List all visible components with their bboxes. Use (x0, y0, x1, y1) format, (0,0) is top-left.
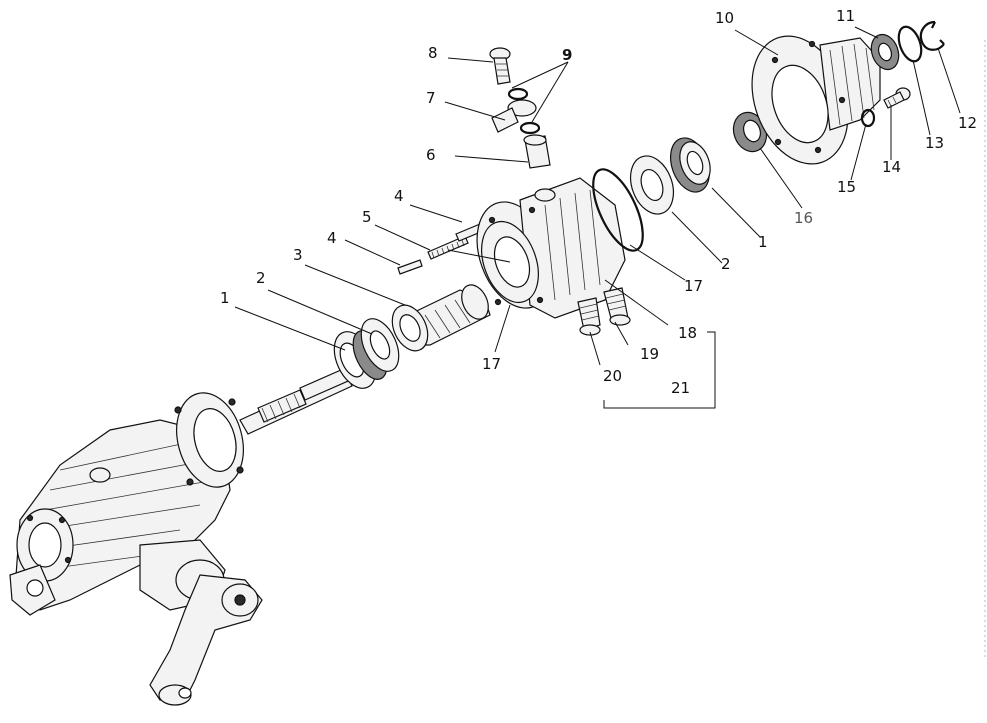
label-1-right: 1 (758, 233, 768, 251)
part-labels: 1 2 3 4 5 4 6 7 8 9 10 11 12 13 14 15 16… (220, 7, 977, 397)
label-17-right: 17 (684, 277, 703, 295)
bearing-ring-right (669, 137, 711, 193)
label-14: 14 (882, 158, 901, 176)
fitting-20 (577, 297, 601, 336)
valve-body-hub (476, 177, 626, 319)
label-2-right: 2 (721, 255, 731, 273)
label-10: 10 (715, 9, 734, 27)
label-17-left: 17 (482, 355, 501, 373)
label-21: 21 (671, 379, 690, 397)
bolt-14 (883, 87, 911, 109)
label-20: 20 (603, 367, 622, 385)
label-15: 15 (837, 178, 856, 196)
label-3: 3 (293, 246, 303, 264)
seal-11 (870, 33, 900, 71)
label-8: 8 (428, 44, 438, 62)
label-11: 11 (836, 7, 855, 25)
leader-lines (234, 26, 961, 409)
label-2-left: 2 (256, 269, 266, 287)
washer-left (360, 318, 400, 372)
label-13: 13 (925, 134, 944, 152)
fitting-19 (603, 287, 631, 326)
piston-sleeve (391, 284, 491, 352)
union-nut (523, 134, 551, 169)
input-shaft (239, 365, 356, 435)
snap-ring-12 (919, 20, 945, 51)
label-5: 5 (362, 208, 372, 226)
o-ring-right (592, 168, 644, 252)
label-6: 6 (426, 146, 436, 164)
banjo-bolt (489, 47, 511, 85)
label-9: 9 (562, 46, 572, 64)
label-19: 19 (640, 345, 659, 363)
label-12: 12 (958, 114, 977, 132)
locating-pins-and-spring (397, 223, 484, 275)
banjo-fitting (491, 87, 541, 135)
washer-right (629, 155, 675, 215)
label-4-upper: 4 (394, 187, 404, 205)
cover-housing (751, 35, 881, 165)
label-18: 18 (678, 324, 697, 342)
seal-13 (897, 25, 923, 63)
label-7: 7 (426, 89, 436, 107)
label-4-lower: 4 (327, 229, 337, 247)
washer-15 (860, 108, 876, 128)
label-1-left: 1 (220, 289, 230, 307)
pitman-arm (149, 574, 263, 706)
label-16: 16 (794, 209, 813, 227)
